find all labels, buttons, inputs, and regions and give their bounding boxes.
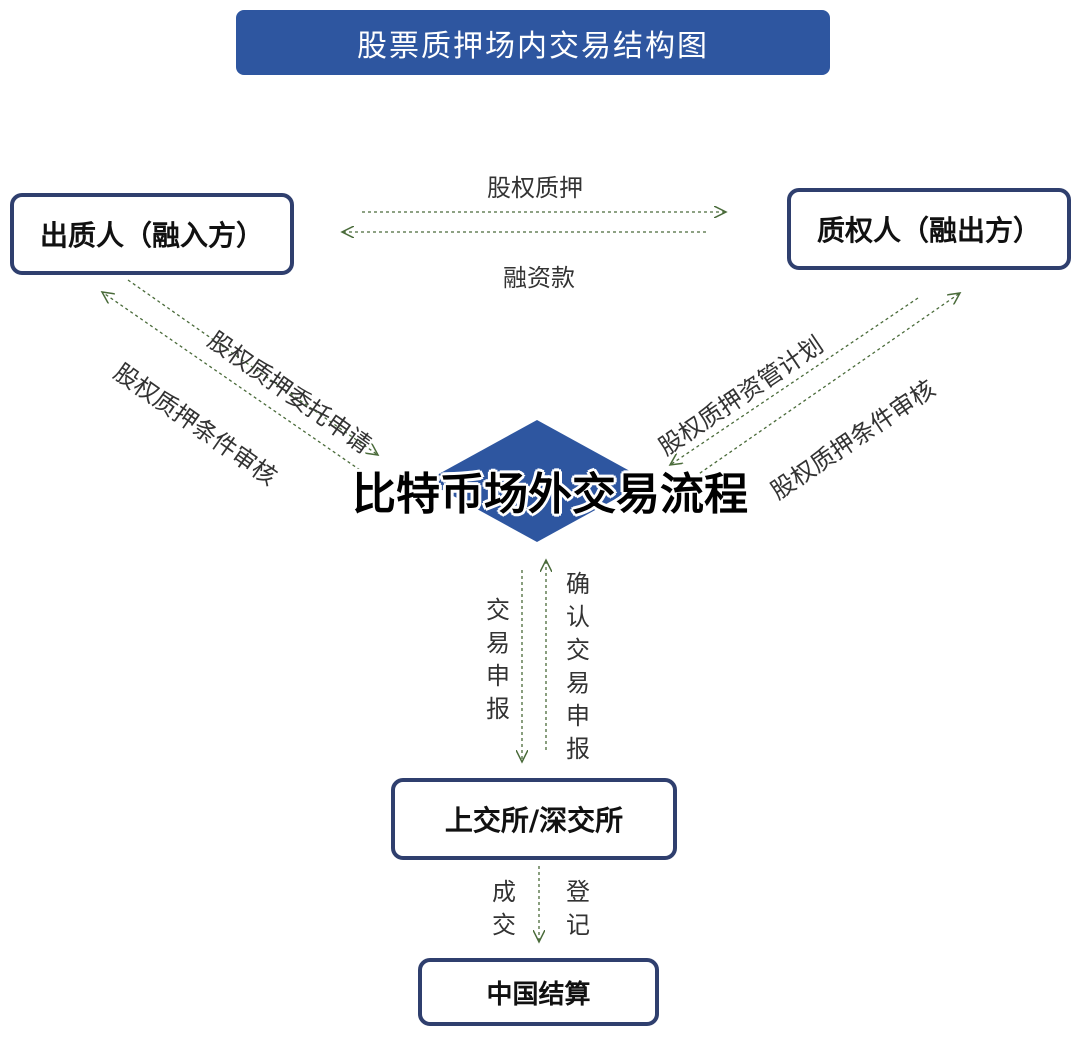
pledgor-box: 出质人（融入方） [10,193,294,275]
clearing-label: 中国结算 [486,979,591,1010]
clearing-box: 中国结算 [418,958,659,1026]
label-financing: 融资款 [503,264,575,292]
arrow-pledge-asset-mgmt-plan [670,297,919,465]
diagram-title: 股票质押场内交易结构图 [236,10,830,75]
label-trade-declaration: 交易申报 [486,596,510,723]
overlay-caption: 比特币场外交易流程 [352,469,748,520]
arrow-pledge-entrust-request [127,279,378,455]
exchange-label: 上交所/深交所 [444,804,624,837]
label-register: 登记 [566,878,590,939]
label-deal: 成交 [492,878,516,939]
center-diamond [426,420,648,542]
arrow-pledge-condition-review-left [102,292,361,471]
exchange-box: 上交所/深交所 [391,778,677,860]
label-confirm-trade-declaration: 确认交易申报 [566,570,590,763]
arrow-pledge-condition-review-right [689,293,960,481]
pledgee-box: 质权人（融出方） [787,188,1071,270]
pledgor-label: 出质人（融入方） [39,219,264,252]
pledgee-label: 质权人（融出方） [816,214,1041,247]
label-equity-pledge: 股权质押 [487,174,583,202]
